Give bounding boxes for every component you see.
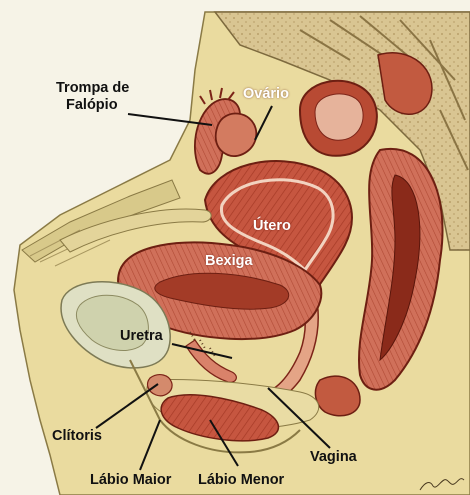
clitoris (148, 375, 173, 396)
label-clitoris: Clítoris (52, 428, 102, 445)
ovary (216, 114, 257, 157)
label-trompa-line2: Falópio (66, 97, 118, 114)
label-ovario: Ovário (243, 86, 289, 103)
label-utero: Útero (253, 218, 291, 235)
label-labio-menor: Lábio Menor (198, 472, 284, 489)
label-trompa-line1: Trompa de (56, 80, 129, 97)
label-bexiga: Bexiga (205, 253, 253, 270)
intestine-lumen (315, 94, 363, 140)
anal-canal (315, 376, 360, 416)
label-uretra: Uretra (120, 328, 163, 345)
label-vagina: Vagina (310, 449, 357, 466)
label-labio-maior: Lábio Maior (90, 472, 171, 489)
